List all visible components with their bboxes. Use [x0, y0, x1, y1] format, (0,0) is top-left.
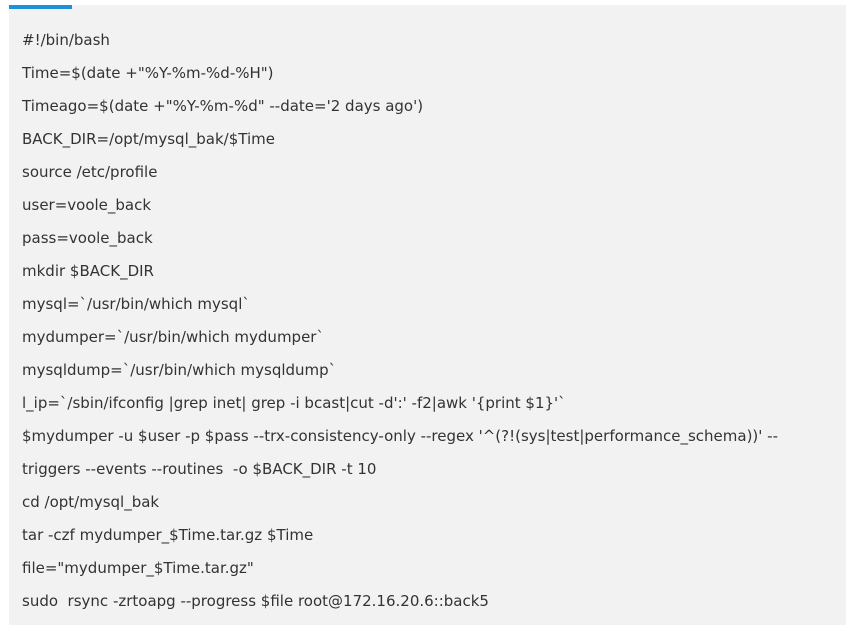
code-line: source /etc/profile — [22, 163, 158, 181]
code-line: l_ip=`/sbin/ifconfig |grep inet| grep -i… — [22, 394, 566, 412]
code-line: mydumper=`/usr/bin/which mydumper` — [22, 328, 324, 346]
code-line: #!/bin/bash — [22, 31, 110, 49]
code-line: Timeago=$(date +"%Y-%m-%d" --date='2 day… — [22, 97, 424, 115]
code-line: $mydumper -u $user -p $pass --trx-consis… — [22, 427, 778, 445]
code-line: triggers --events --routines -o $BACK_DI… — [22, 460, 377, 478]
code-line: pass=voole_back — [22, 229, 153, 247]
code-line: tar -czf mydumper_$Time.tar.gz $Time — [22, 526, 314, 544]
code-line: BACK_DIR=/opt/mysql_bak/$Time — [22, 130, 275, 148]
code-line: mkdir $BACK_DIR — [22, 262, 154, 280]
code-line: mysql=`/usr/bin/which mysql` — [22, 295, 250, 313]
code-block-accent-bar — [9, 5, 72, 9]
code-line: mysqldump=`/usr/bin/which mysqldump` — [22, 361, 337, 379]
code-line: sudo rsync -zrtoapg --progress $file roo… — [22, 592, 489, 610]
code-lines: #!/bin/bash Time=$(date +"%Y-%m-%d-%H") … — [22, 24, 778, 618]
code-line: cd /opt/mysql_bak — [22, 493, 160, 511]
code-block: #!/bin/bash Time=$(date +"%Y-%m-%d-%H") … — [9, 5, 846, 625]
code-line: user=voole_back — [22, 196, 152, 214]
code-line: Time=$(date +"%Y-%m-%d-%H") — [22, 64, 274, 82]
code-line: file="mydumper_$Time.tar.gz" — [22, 559, 254, 577]
